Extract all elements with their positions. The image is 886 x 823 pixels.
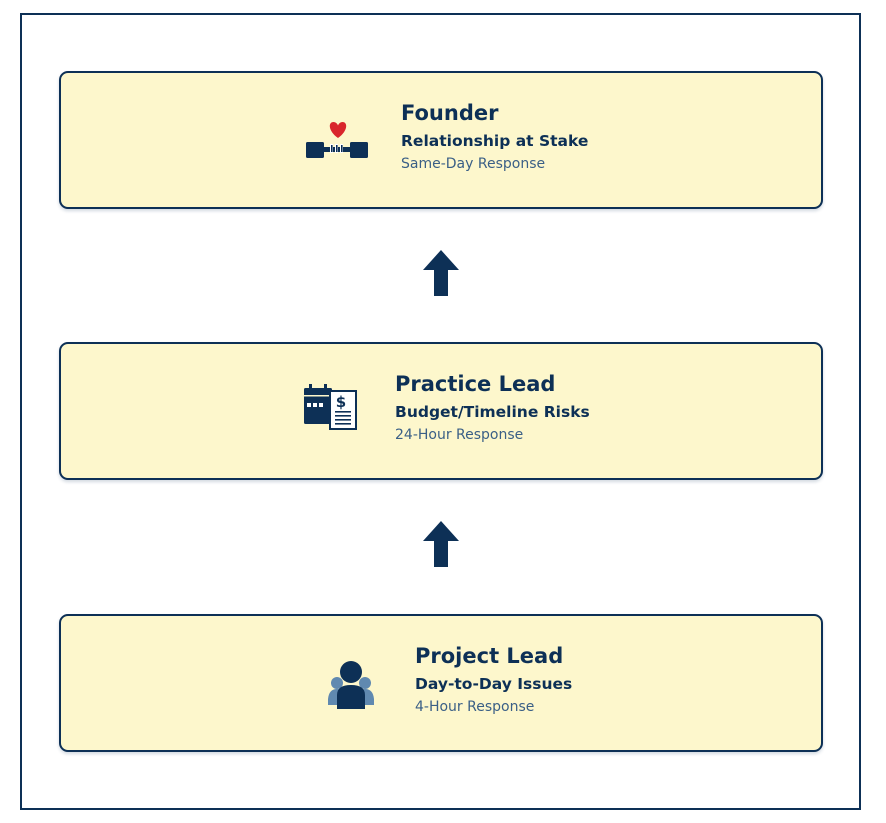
level-title: Founder [401, 101, 499, 125]
up-arrow-icon [423, 250, 459, 296]
level-subtitle: Budget/Timeline Risks [395, 403, 590, 421]
level-title: Practice Lead [395, 372, 556, 396]
handshake-heart-icon [306, 122, 368, 158]
level-subtitle: Day-to-Day Issues [415, 675, 573, 693]
response-time: 4-Hour Response [415, 699, 535, 715]
escalation-level-practice-lead: $ Practice Lead Budget/Timeline Risks 24… [59, 342, 823, 480]
escalation-level-founder: Founder Relationship at Stake Same-Day R… [59, 71, 823, 209]
up-arrow-icon [423, 521, 459, 567]
escalation-level-project-lead: Project Lead Day-to-Day Issues 4-Hour Re… [59, 614, 823, 752]
level-title: Project Lead [415, 644, 564, 668]
response-time: 24-Hour Response [395, 427, 524, 443]
svg-text:$: $ [336, 393, 346, 411]
response-time: Same-Day Response [401, 156, 546, 172]
level-subtitle: Relationship at Stake [401, 132, 589, 150]
team-group-icon [328, 661, 374, 709]
calendar-invoice-icon: $ [304, 384, 357, 430]
